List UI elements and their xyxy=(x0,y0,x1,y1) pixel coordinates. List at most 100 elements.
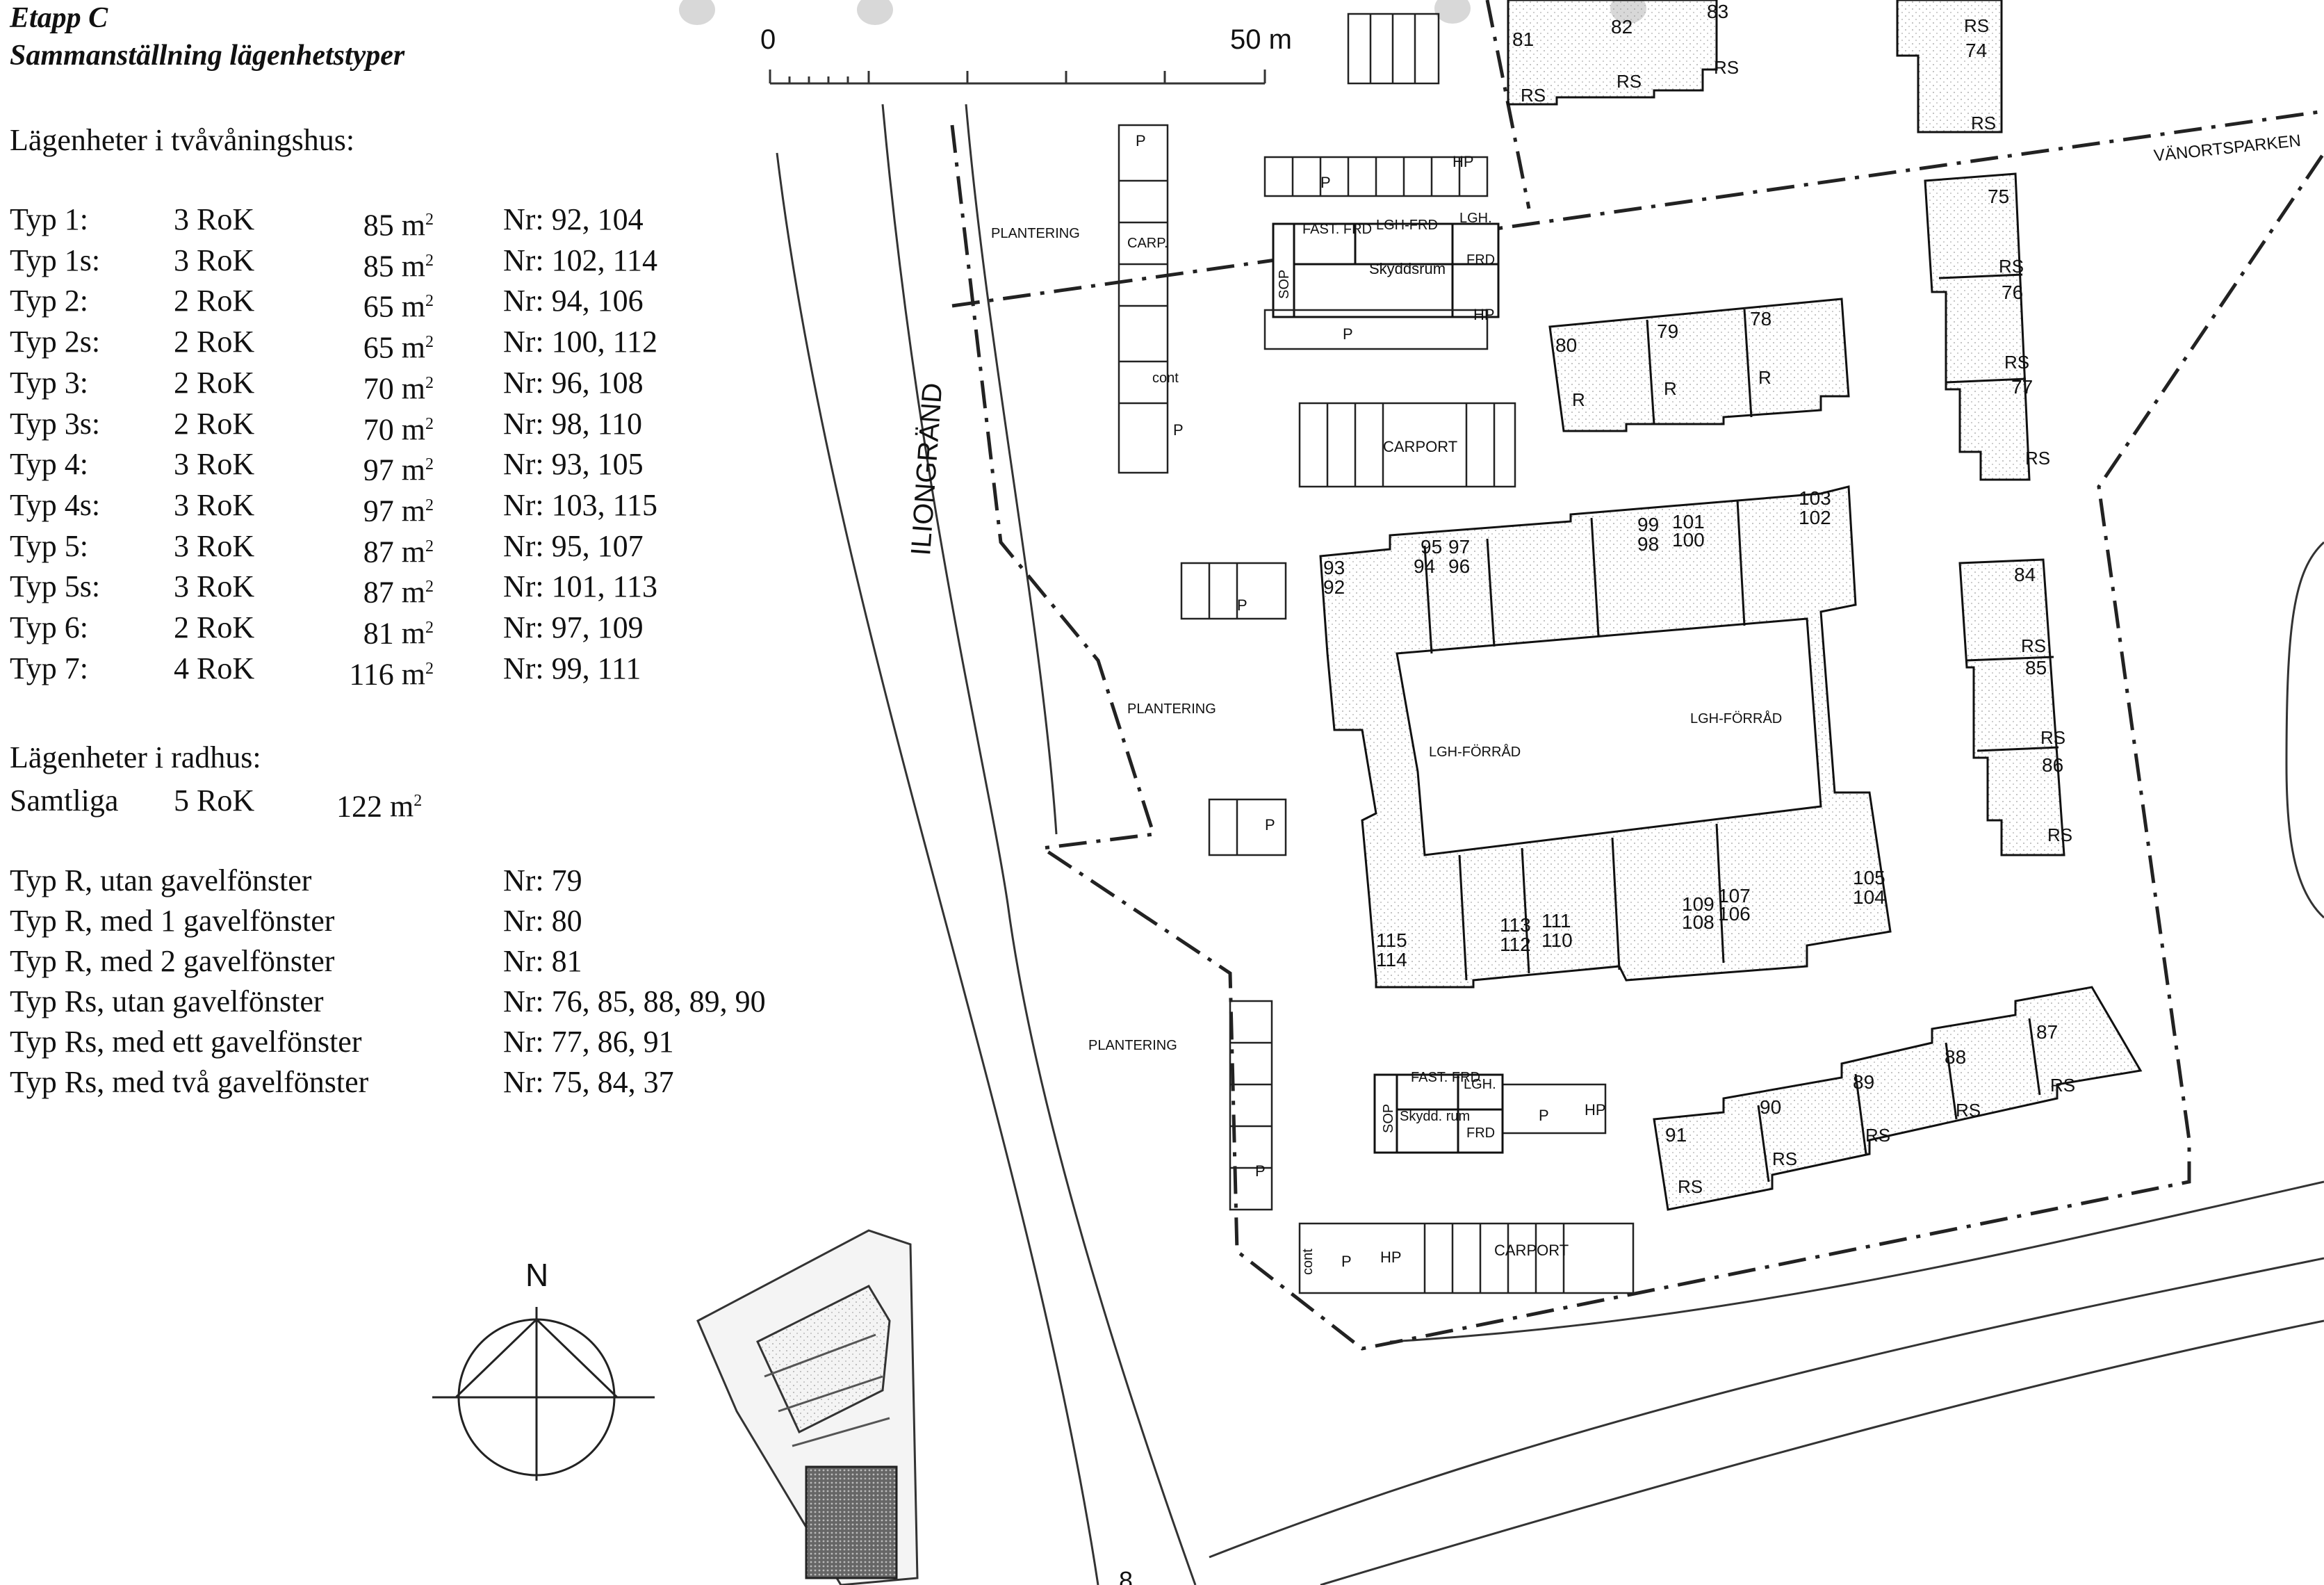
type-label: Typ 2s: xyxy=(10,325,101,359)
svg-text:83: 83 xyxy=(1707,1,1728,22)
svg-text:105: 105 xyxy=(1853,867,1885,888)
svg-text:RS: RS xyxy=(1521,85,1546,106)
carp-label: CARP. xyxy=(1127,236,1168,251)
svg-text:HP: HP xyxy=(1380,1249,1402,1266)
svg-text:HP: HP xyxy=(1585,1101,1606,1119)
type-rooms: 2 RoK xyxy=(174,325,255,359)
svg-text:RS: RS xyxy=(1865,1125,1890,1146)
svg-text:81: 81 xyxy=(1512,29,1534,50)
svg-text:P: P xyxy=(1237,596,1247,614)
type-numbers: Nr: 97, 109 xyxy=(503,610,644,644)
row-house-type-label: Typ R, med 1 gavelfönster xyxy=(10,904,335,938)
type-area: 97 m2 xyxy=(363,494,434,528)
svg-text:Skyddsrum: Skyddsrum xyxy=(1369,260,1446,277)
svg-text:RS: RS xyxy=(1971,113,1996,133)
svg-text:103: 103 xyxy=(1799,487,1831,509)
svg-text:FAST. FRD: FAST. FRD xyxy=(1302,222,1372,237)
svg-text:107: 107 xyxy=(1718,885,1751,907)
svg-text:RS: RS xyxy=(1956,1100,1981,1121)
svg-text:109: 109 xyxy=(1682,893,1715,915)
courtyard-block xyxy=(1319,485,1892,989)
type-label: Typ 5: xyxy=(10,528,89,563)
svg-text:97: 97 xyxy=(1448,536,1470,558)
svg-text:95: 95 xyxy=(1421,536,1442,558)
type-label: Typ 5s: xyxy=(10,569,101,604)
type-label: Typ 4: xyxy=(10,447,89,482)
svg-text:89: 89 xyxy=(1853,1071,1874,1093)
row-houses-78-80 xyxy=(1548,298,1850,432)
svg-text:104: 104 xyxy=(1853,886,1885,908)
row-house-type-numbers: Nr: 80 xyxy=(503,904,582,938)
svg-text:P: P xyxy=(1265,816,1275,834)
parking-tags: P P HP P HP cont P P P P P HP P HP cont xyxy=(1136,132,1606,1275)
type-rooms: 3 RoK xyxy=(174,528,255,563)
type-area: 65 m2 xyxy=(363,290,434,325)
svg-text:RS: RS xyxy=(1617,71,1642,92)
type-area: 81 m2 xyxy=(363,616,434,651)
type-rooms: 3 RoK xyxy=(174,243,255,277)
type-rooms: 2 RoK xyxy=(174,406,255,441)
storage-east: LGH-FÖRRÅD xyxy=(1690,710,1782,726)
svg-text:SOP: SOP xyxy=(1277,270,1292,299)
row-house-heading: Lägenheter i radhus: xyxy=(10,740,261,774)
svg-text:RS: RS xyxy=(1772,1148,1797,1169)
type-numbers: Nr: 96, 108 xyxy=(503,365,644,400)
type-label: Typ 1s: xyxy=(10,243,101,277)
svg-text:R: R xyxy=(1664,378,1677,399)
type-area: 85 m2 xyxy=(363,208,434,243)
svg-text:LGH.: LGH. xyxy=(1464,1077,1496,1092)
north-service-building xyxy=(1272,222,1500,318)
svg-text:74: 74 xyxy=(1965,40,1987,61)
planting-3: PLANTERING xyxy=(1088,1038,1177,1053)
type-numbers: Nr: 93, 105 xyxy=(503,447,644,482)
svg-text:112: 112 xyxy=(1500,934,1531,955)
type-label: Typ 3: xyxy=(10,365,89,400)
type-label: Typ 4s: xyxy=(10,487,101,522)
svg-text:85: 85 xyxy=(2025,657,2047,678)
svg-text:110: 110 xyxy=(1541,929,1573,951)
svg-text:P: P xyxy=(1136,132,1146,149)
type-area: 70 m2 xyxy=(363,371,434,406)
svg-text:92: 92 xyxy=(1323,576,1345,598)
north-arrow xyxy=(432,1307,655,1481)
row-house-type-numbers: Nr: 76, 85, 88, 89, 90 xyxy=(503,984,766,1018)
row-house-type-label: Typ Rs, med ett gavelfönster xyxy=(10,1025,362,1059)
svg-text:R: R xyxy=(1758,367,1771,388)
scale-end: 50 m xyxy=(1230,24,1292,55)
svg-text:RS: RS xyxy=(1678,1176,1703,1197)
svg-text:76: 76 xyxy=(2002,282,2023,303)
row-house-type-label: Typ R, med 2 gavelfönster xyxy=(10,944,335,978)
type-label: Typ 1: xyxy=(10,202,89,236)
type-area: 97 m2 xyxy=(363,453,434,487)
svg-text:99: 99 xyxy=(1637,514,1659,535)
summary-subtitle: Sammanställning lägenhetstyper xyxy=(10,40,405,72)
svg-text:RS: RS xyxy=(2025,448,2050,469)
all-rooms: 5 RoK xyxy=(174,783,255,818)
type-numbers: Nr: 92, 104 xyxy=(503,202,644,236)
street-west: ILIONGRÄND xyxy=(906,382,948,556)
svg-text:114: 114 xyxy=(1376,949,1407,970)
svg-text:86: 86 xyxy=(2042,754,2063,776)
row-house-type-label: Typ R, utan gavelfönster xyxy=(10,863,312,897)
svg-text:P: P xyxy=(1341,1253,1352,1270)
svg-text:87: 87 xyxy=(2036,1021,2058,1043)
svg-text:RS: RS xyxy=(2050,1075,2075,1096)
row-house-type-numbers: Nr: 81 xyxy=(503,944,582,978)
type-area: 70 m2 xyxy=(363,412,434,447)
svg-text:101: 101 xyxy=(1672,511,1705,533)
all-area: 122 m2 xyxy=(336,789,423,824)
type-numbers: Nr: 94, 106 xyxy=(503,284,644,318)
row-house-type-label: Typ Rs, med två gavelfönster xyxy=(10,1065,369,1099)
type-numbers: Nr: 99, 111 xyxy=(503,651,641,685)
svg-text:79: 79 xyxy=(1657,320,1678,342)
type-numbers: Nr: 100, 112 xyxy=(503,325,658,359)
svg-text:102: 102 xyxy=(1799,507,1831,528)
type-label: Typ 3s: xyxy=(10,406,101,441)
road-edges xyxy=(776,104,2324,1585)
svg-text:cont: cont xyxy=(1300,1249,1316,1275)
svg-text:P: P xyxy=(1320,174,1331,191)
type-area: 116 m2 xyxy=(349,657,434,692)
svg-text:94: 94 xyxy=(1414,555,1435,577)
south-service-building xyxy=(1373,1073,1504,1154)
two-storey-heading: Lägenheter i tvåvåningshus: xyxy=(10,123,355,157)
